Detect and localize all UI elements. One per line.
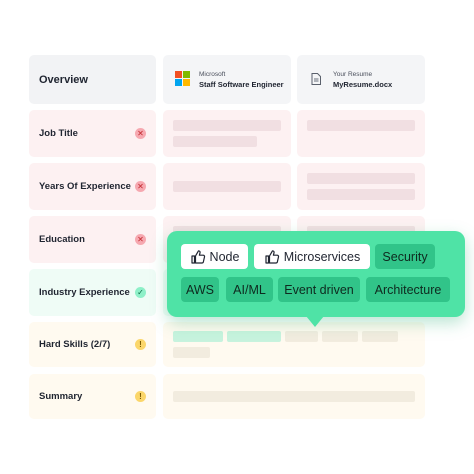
- skill-chip-label: Node: [209, 249, 240, 264]
- summary-comparison-cell: [163, 374, 425, 419]
- skill-chip-ai-ml[interactable]: AI/ML: [226, 277, 273, 302]
- hard-skills-comparison-cell: [163, 322, 425, 367]
- placeholder-bar: [173, 181, 281, 192]
- job-title-resume-cell: [297, 110, 425, 157]
- job-column-header[interactable]: Microsoft Staff Software Engineer: [163, 55, 291, 104]
- placeholder-bar: [173, 120, 281, 131]
- mismatch-icon: ✕: [135, 181, 146, 192]
- skill-matched-bar: [227, 331, 281, 342]
- skill-missing-bar: [285, 331, 318, 342]
- resume-header-text: Your Resume MyResume.docx: [333, 71, 392, 89]
- placeholder-bar: [173, 391, 415, 402]
- skill-missing-bar: [362, 331, 398, 342]
- row-label: Years Of Experience: [39, 181, 131, 192]
- skill-missing-bar: [173, 347, 210, 358]
- placeholder-bar: [173, 136, 257, 147]
- skill-chip-label: Security: [382, 249, 428, 264]
- row-hard-skills[interactable]: Hard Skills (2/7) !: [29, 322, 156, 367]
- popover-pointer: [306, 316, 324, 327]
- row-label: Job Title: [39, 128, 78, 139]
- microsoft-logo-icon: [175, 71, 190, 86]
- mismatch-icon: ✕: [135, 234, 146, 245]
- placeholder-bar: [307, 120, 415, 131]
- skill-chip-label: Event driven: [284, 282, 354, 297]
- skill-chip-label: Architecture: [374, 282, 442, 297]
- resume-column-header[interactable]: Your Resume MyResume.docx: [297, 55, 425, 104]
- company-name: Microsoft: [199, 71, 226, 78]
- row-label: Hard Skills (2/7): [39, 339, 111, 350]
- skill-chip-architecture[interactable]: Architecture: [366, 277, 450, 302]
- skill-chip-label: Microservices: [283, 249, 361, 264]
- row-education[interactable]: Education ✕: [29, 216, 156, 263]
- row-summary[interactable]: Summary !: [29, 374, 156, 419]
- skill-chip-microservices[interactable]: Microservices: [254, 244, 370, 269]
- mismatch-icon: ✕: [135, 128, 146, 139]
- overview-label: Overview: [39, 73, 88, 86]
- resume-file-name: MyResume.docx: [333, 80, 393, 89]
- years-resume-cell: [297, 163, 425, 210]
- skill-chip-aws[interactable]: AWS: [181, 277, 219, 302]
- match-check-icon: ✓: [135, 287, 146, 298]
- row-label: Education: [39, 234, 85, 245]
- job-title-job-cell: [163, 110, 291, 157]
- skill-chip-label: AWS: [185, 282, 214, 297]
- resume-caption: Your Resume: [333, 71, 373, 78]
- years-job-cell: [163, 163, 291, 210]
- overview-header: Overview: [29, 55, 156, 104]
- skill-matched-bar: [173, 331, 223, 342]
- skill-missing-bar: [322, 331, 358, 342]
- thumbs-up-icon: [190, 249, 205, 264]
- row-job-title[interactable]: Job Title ✕: [29, 110, 156, 157]
- row-years-of-experience[interactable]: Years Of Experience ✕: [29, 163, 156, 210]
- row-industry-experience[interactable]: Industry Experience ✓: [29, 269, 156, 316]
- job-header-text: Microsoft Staff Software Engineer: [199, 71, 284, 89]
- skill-chip-security[interactable]: Security: [375, 244, 435, 269]
- warning-icon: !: [135, 391, 146, 402]
- document-icon: [311, 73, 321, 85]
- warning-icon: !: [135, 339, 146, 350]
- skill-chip-event-driven[interactable]: Event driven: [278, 277, 360, 302]
- hard-skills-popover: Node Microservices Security AWS AI/ML Ev…: [167, 231, 465, 317]
- job-title: Staff Software Engineer: [199, 80, 284, 89]
- row-label: Industry Experience: [39, 287, 130, 298]
- thumbs-up-icon: [265, 249, 279, 264]
- skill-chip-node[interactable]: Node: [181, 244, 248, 269]
- row-label: Summary: [39, 391, 83, 402]
- placeholder-bar: [307, 189, 415, 200]
- placeholder-bar: [307, 173, 415, 184]
- skill-chip-label: AI/ML: [233, 282, 266, 297]
